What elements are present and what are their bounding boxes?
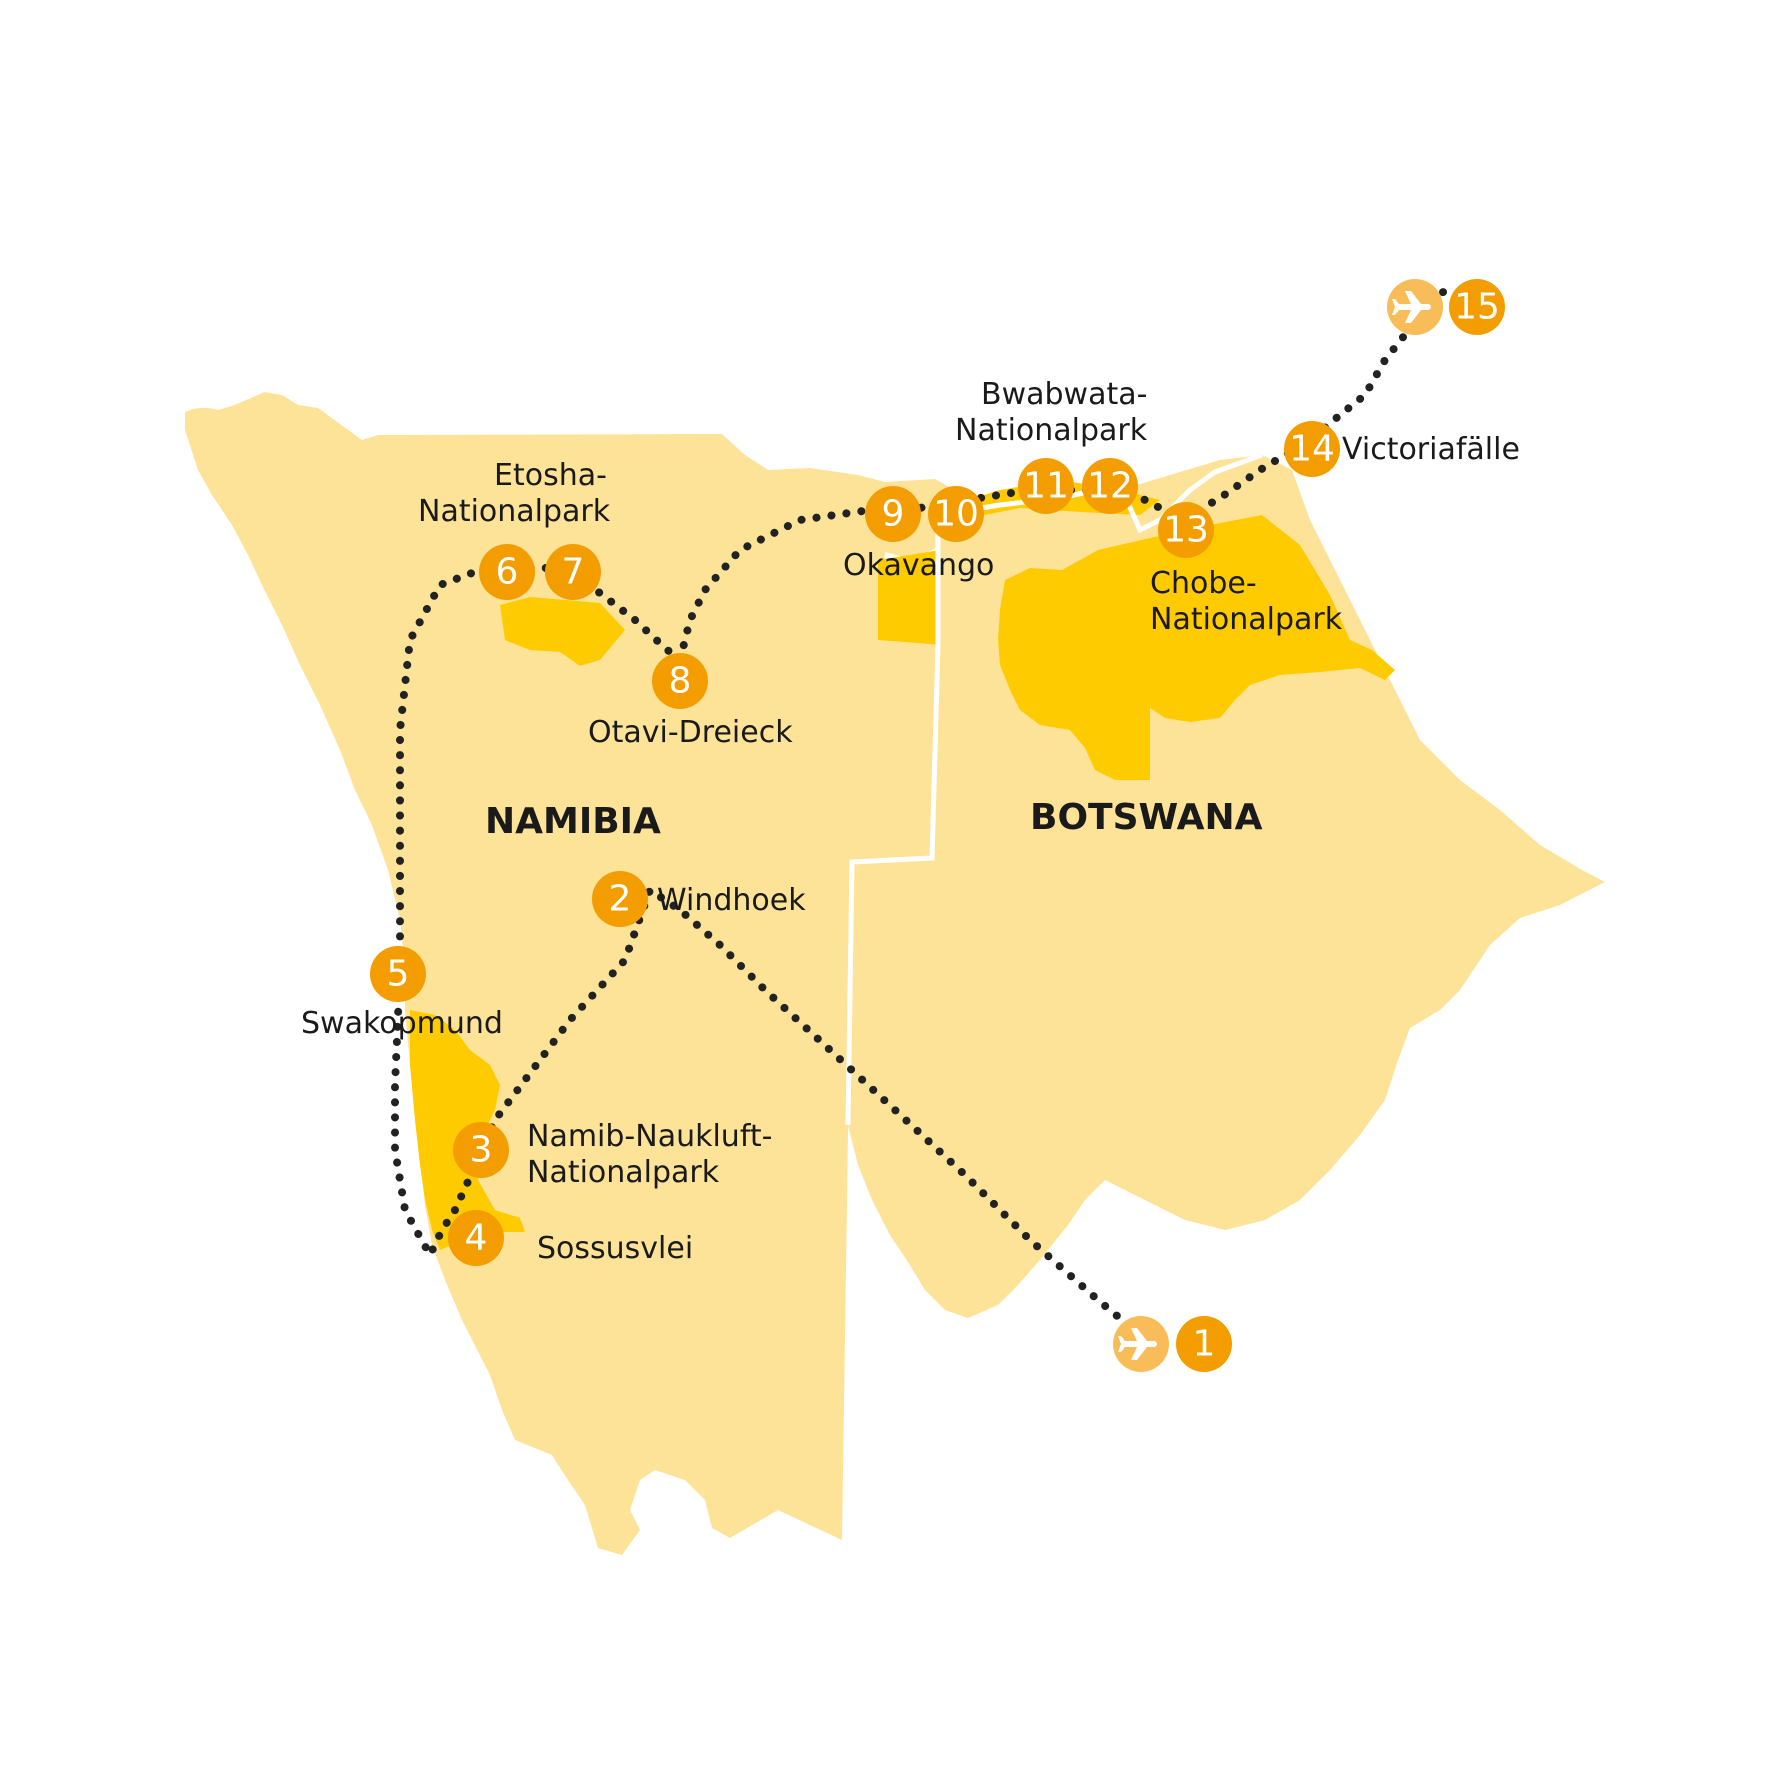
label-namib-line1: Namib-Naukluft- [527,1119,772,1154]
airplane-icon [1392,291,1431,323]
stop-3-number: 3 [470,1130,493,1171]
stop-2-number: 2 [609,879,632,920]
label-okavango: Okavango [843,548,994,583]
stop-12-marker[interactable] [1082,458,1138,514]
stop-6-number: 6 [496,552,519,593]
stop-1-number: 1 [1193,1324,1216,1365]
country-label-namibia: NAMIBIA [485,801,661,842]
stop-10-marker[interactable] [928,486,984,542]
stop-9-number: 9 [882,494,905,535]
stop-3-marker[interactable] [453,1122,509,1178]
stop-11-number: 11 [1023,466,1069,507]
stop-7-number: 7 [562,552,585,593]
label-namib-line2: Nationalpark [527,1155,720,1190]
label-etosha-line1: Etosha- [494,458,607,493]
country-label-botswana: BOTSWANA [1030,797,1263,838]
label-sossusvlei: Sossusvlei [537,1231,693,1266]
stop-11-marker[interactable] [1018,458,1074,514]
stop-12-number: 12 [1087,466,1133,507]
stop-6-marker[interactable] [479,544,535,600]
namibia-land [185,392,958,1555]
stop-7-marker[interactable] [545,544,601,600]
label-windhoek: Windhoek [657,883,806,918]
stop-14-marker[interactable] [1284,421,1340,477]
label-victoria: Victoriafälle [1342,432,1520,467]
stop-15-number: 15 [1454,287,1500,328]
stop-4-marker[interactable] [448,1210,504,1266]
stop-13-marker[interactable] [1158,502,1214,558]
label-bwabwata-line1: Bwabwata- [981,377,1147,412]
stop-13-number: 13 [1163,510,1209,551]
etosha-park [500,597,625,666]
label-otavi: Otavi-Dreieck [588,715,793,750]
stop-9-marker[interactable] [865,486,921,542]
stop-4-number: 4 [465,1218,488,1259]
stop-1-marker[interactable] [1176,1316,1232,1372]
okavango-park [878,550,940,645]
stop-5-marker[interactable] [370,946,426,1002]
stop-10-number: 10 [933,494,979,535]
stop-8-marker[interactable] [652,653,708,709]
stop-14-number: 14 [1289,429,1335,470]
label-bwabwata-line2: Nationalpark [955,413,1148,448]
stop-8-number: 8 [669,661,692,702]
label-chobe-line1: Chobe- [1150,566,1257,601]
chobe-park [998,515,1395,780]
airplane-icon [1118,1328,1157,1360]
stop-15-marker[interactable] [1449,279,1505,335]
stop-5-number: 5 [387,954,410,995]
label-swakopmund: Swakopmund [301,1006,503,1041]
stop-2-marker[interactable] [592,871,648,927]
label-etosha-line2: Nationalpark [418,494,611,529]
label-chobe-line2: Nationalpark [1150,602,1343,637]
